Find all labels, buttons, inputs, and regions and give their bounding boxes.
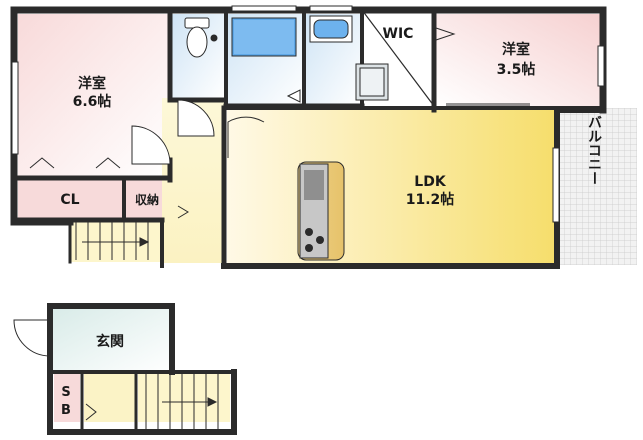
ldk-fill — [227, 110, 555, 263]
lower-walls — [47, 303, 237, 435]
washbasin-icon — [309, 15, 353, 43]
western-room-small-size: 3.5帖 — [497, 61, 536, 78]
lower-hall-fill — [84, 372, 136, 422]
western-room-small-fill — [436, 14, 600, 106]
ldk-size: 11.2帖 — [406, 191, 455, 208]
wic-label: WIC — [383, 26, 414, 42]
shoe-box-label-s: S — [61, 385, 70, 400]
kitchen-counter — [297, 161, 345, 261]
stairs-upper — [75, 222, 150, 260]
entrance-fill — [50, 308, 172, 372]
doors — [13, 27, 456, 421]
closet-label: CL — [60, 192, 79, 208]
stairs-lower-fill — [138, 372, 230, 422]
closet-fill — [18, 178, 123, 218]
shoe-box-label-b: B — [61, 403, 71, 418]
washing-machine-icon — [355, 63, 389, 101]
toilet-icon — [184, 17, 218, 58]
entrance-label: 玄関 — [96, 333, 124, 350]
wic-diagonal — [361, 9, 435, 107]
storage-label: 収納 — [135, 192, 159, 207]
shoe-box-fill — [54, 374, 80, 422]
sliding-door-tracks — [446, 103, 530, 107]
western-room-large-name: 洋室 — [78, 75, 106, 92]
western-room-large-size: 6.6帖 — [73, 93, 112, 110]
balcony-fill — [557, 108, 637, 265]
storage-fill — [125, 178, 169, 218]
windows — [11, 5, 605, 223]
western-room-small-name: 洋室 — [502, 41, 530, 58]
bathtub-icon — [231, 17, 297, 57]
balcony-label: バルコニー — [586, 115, 602, 185]
ldk-name: LDK — [414, 174, 447, 190]
stairs-lower — [145, 374, 219, 430]
